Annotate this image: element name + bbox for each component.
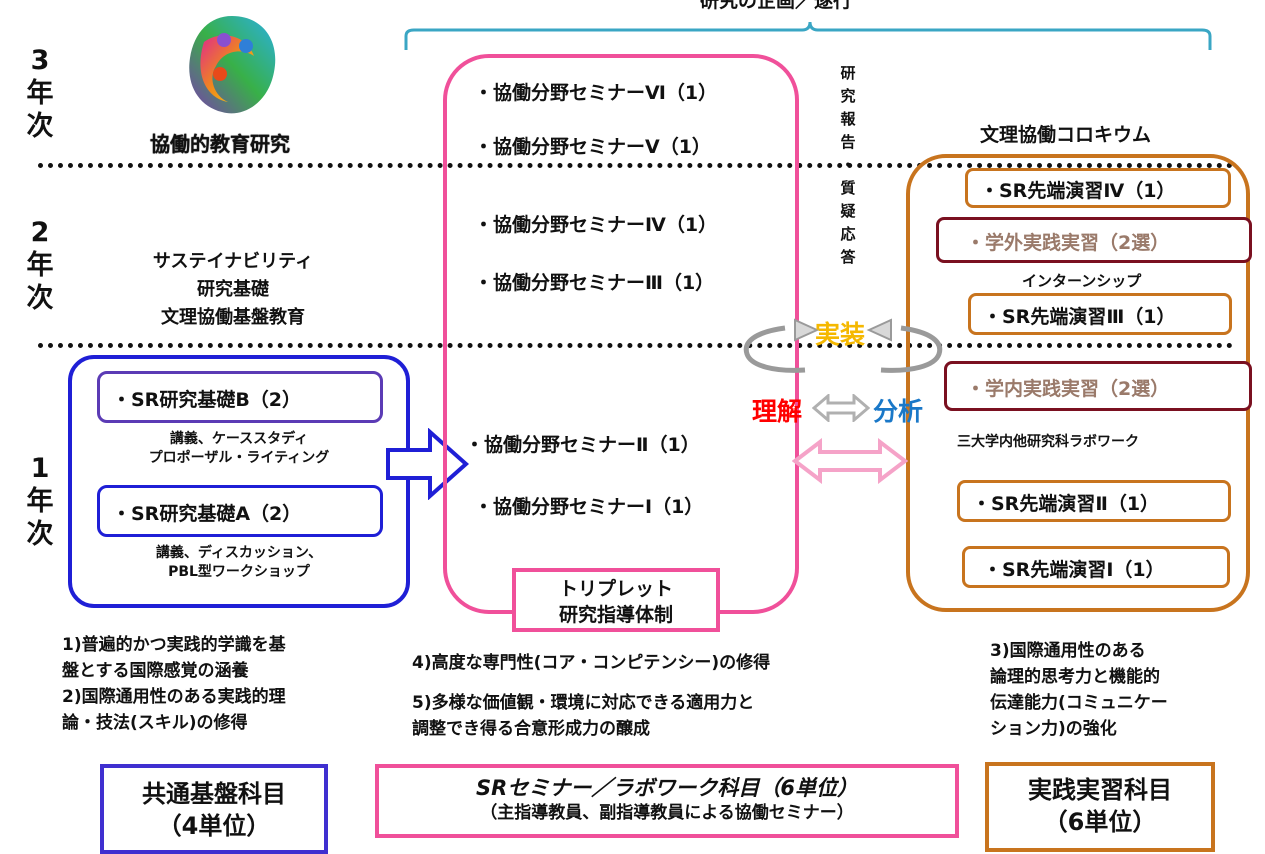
year-3-number: 3 [30, 45, 50, 76]
vtext-2: 報 [840, 110, 856, 128]
separator-year3-year2 [38, 163, 1233, 168]
vtext-6: 疑 [840, 202, 856, 220]
sr-advanced-2-box [957, 480, 1231, 522]
objective-right-line-2: 論理的思考力と機能的 [990, 667, 1160, 687]
objective-left-line-3: 2)国際通用性のある実践的理 [62, 687, 286, 707]
understand-label: 理解 [752, 397, 803, 426]
sr-advanced-3-label: ・SR先端演習Ⅲ（1） [983, 306, 1176, 328]
sr-research-basics-b-box [97, 371, 383, 423]
separator-year2-year1 [38, 343, 1233, 348]
top-caption: 研究の企画／遂行 [700, 0, 853, 12]
seminar-subjects-note: （主指導教員、副指導教員による協働セミナー） [480, 803, 854, 823]
seminar-2-label: ・協働分野セミナーⅡ（1） [465, 434, 700, 456]
seminar-3-label: ・協働分野セミナーⅢ（1） [474, 272, 715, 294]
research-report-vertical-text: 研 究 報 告 ・ 質 疑 応 答 [838, 62, 858, 269]
vtext-5: 質 [840, 179, 856, 197]
sr-advanced-4-box [965, 168, 1231, 208]
foundation-line-2: 研究基礎 [197, 279, 269, 300]
vtext-0: 研 [840, 64, 856, 82]
seminar-5-label: ・協働分野セミナーⅤ（1） [474, 136, 711, 158]
practice-subjects-credits: （6単位） [1043, 808, 1157, 836]
foundation-education-text: サステイナビリティ 研究基礎 文理協働基盤教育 [118, 248, 348, 332]
sr-basics-b-desc-1: 講義、ケーススタディ [169, 431, 309, 447]
sr-advanced-1-box [962, 546, 1230, 588]
objective-center-line-1: 5)多様な価値観・環境に対応できる適用力と [412, 693, 755, 713]
objective-left-line-1: 1)普遍的かつ実践的学識を基 [62, 635, 286, 655]
internal-practice-label: ・学内実践実習（2選） [966, 378, 1170, 400]
practice-subjects-title: 実践実習科目 [1028, 776, 1172, 804]
internal-practice-box [944, 361, 1252, 411]
year-1-label: 1 年 次 [22, 452, 58, 551]
objectives-left: 1)普遍的かつ実践的学識を基 盤とする国際感覚の涵養 2)国際通用性のある実践的… [62, 632, 286, 736]
objectives-center-5: 5)多様な価値観・環境に対応できる適用力と 調整でき得る合意形成力の醸成 [412, 690, 754, 742]
year-1-nen: 年 [26, 486, 54, 517]
sr-basics-a-desc-1: 講義、ディスカッション、 [155, 545, 323, 561]
implement-label: 実装 [815, 320, 866, 349]
objective-right-line-4: ション力)の強化 [990, 719, 1117, 739]
year-3-label: 3 年 次 [22, 44, 58, 143]
sr-advanced-1-label: ・SR先端演習Ⅰ（1） [983, 559, 1165, 581]
objective-center-line-2: 調整でき得る合意形成力の醸成 [412, 719, 650, 739]
sr-basics-b-description: 講義、ケーススタディ プロポーザル・ライティング [74, 430, 404, 468]
sr-research-basics-b-label: ・SR研究基礎B（2） [112, 389, 302, 411]
year-3-nen: 年 [26, 78, 54, 109]
objective-left-line-4: 論・技法(スキル)の修得 [62, 713, 248, 733]
common-subjects-credits: （4単位） [157, 812, 271, 840]
top-brace [404, 21, 1212, 50]
triplet-line-2: 研究指導体制 [558, 604, 673, 626]
year-2-number: 2 [30, 217, 50, 248]
sr-basics-a-desc-2: PBL型ワークショップ [168, 564, 310, 580]
seminar-subjects-title: SRセミナー／ラボワーク科目（6単位） [476, 776, 858, 800]
common-subjects-title: 共通基盤科目 [142, 780, 286, 808]
sr-basics-b-desc-2: プロポーザル・ライティング [148, 450, 330, 466]
objective-center-4: 4)高度な専門性(コア・コンピテンシー)の修得 [412, 653, 771, 673]
vtext-8: 答 [840, 248, 856, 266]
year-1-ji: 次 [26, 519, 54, 550]
year-2-ji: 次 [26, 283, 54, 314]
objectives-right: 3)国際通用性のある 論理的思考力と機能的 伝達能力(コミュニケー ション力)の… [990, 638, 1168, 742]
vtext-1: 究 [840, 87, 856, 105]
sr-research-basics-a-box [97, 485, 383, 537]
vtext-7: 応 [840, 225, 856, 243]
seminar-4-label: ・協働分野セミナーⅣ（1） [474, 214, 718, 236]
collaboration-logo-icon [189, 16, 276, 114]
year-2-nen: 年 [26, 250, 54, 281]
lab-work-label: 三大学内他研究科ラボワーク [957, 434, 1139, 450]
double-arrow-pink-icon [792, 438, 908, 484]
year-3-ji: 次 [26, 111, 54, 142]
sr-advanced-3-box [968, 293, 1232, 335]
foundation-line-1: サステイナビリティ [152, 251, 314, 272]
sr-basics-a-description: 講義、ディスカッション、 PBL型ワークショップ [74, 544, 404, 582]
external-practice-box [936, 217, 1252, 263]
sr-advanced-4-label: ・SR先端演習Ⅳ（1） [980, 180, 1176, 202]
double-arrow-gray-icon [812, 394, 870, 422]
vtext-4: ・ [840, 156, 856, 174]
seminar-6-label: ・協働分野セミナーⅥ（1） [474, 82, 718, 104]
practice-subjects-box: 実践実習科目 （6単位） [985, 762, 1215, 852]
year-2-label: 2 年 次 [22, 216, 58, 315]
seminar-subjects-box: SRセミナー／ラボワーク科目（6単位） （主指導教員、副指導教員による協働セミナ… [375, 764, 959, 838]
vtext-3: 告 [840, 133, 856, 151]
internship-label: インターンシップ [1022, 272, 1142, 290]
external-practice-label: ・学外実践実習（2選） [966, 232, 1170, 254]
objective-right-line-1: 3)国際通用性のある [990, 641, 1146, 661]
logo-label: 協働的教育研究 [150, 132, 290, 156]
triplet-line-1: トリプレット [558, 578, 673, 600]
year-1-number: 1 [30, 453, 50, 484]
common-foundation-subjects-box: 共通基盤科目 （4単位） [100, 764, 328, 854]
objective-right-line-3: 伝達能力(コミュニケー [990, 693, 1168, 713]
seminar-1-label: ・協働分野セミナーⅠ（1） [474, 496, 704, 518]
objective-left-line-2: 盤とする国際感覚の涵養 [62, 661, 249, 681]
cycle-arrows-icon [743, 318, 943, 373]
sr-research-basics-a-label: ・SR研究基礎A（2） [112, 503, 302, 525]
colloquium-label: 文理協働コロキウム [980, 124, 1152, 146]
sr-advanced-2-label: ・SR先端演習Ⅱ（1） [972, 493, 1160, 515]
triplet-supervision-box: トリプレット 研究指導体制 [512, 568, 720, 632]
foundation-line-3: 文理協働基盤教育 [161, 307, 305, 328]
analyze-label: 分析 [873, 397, 924, 426]
